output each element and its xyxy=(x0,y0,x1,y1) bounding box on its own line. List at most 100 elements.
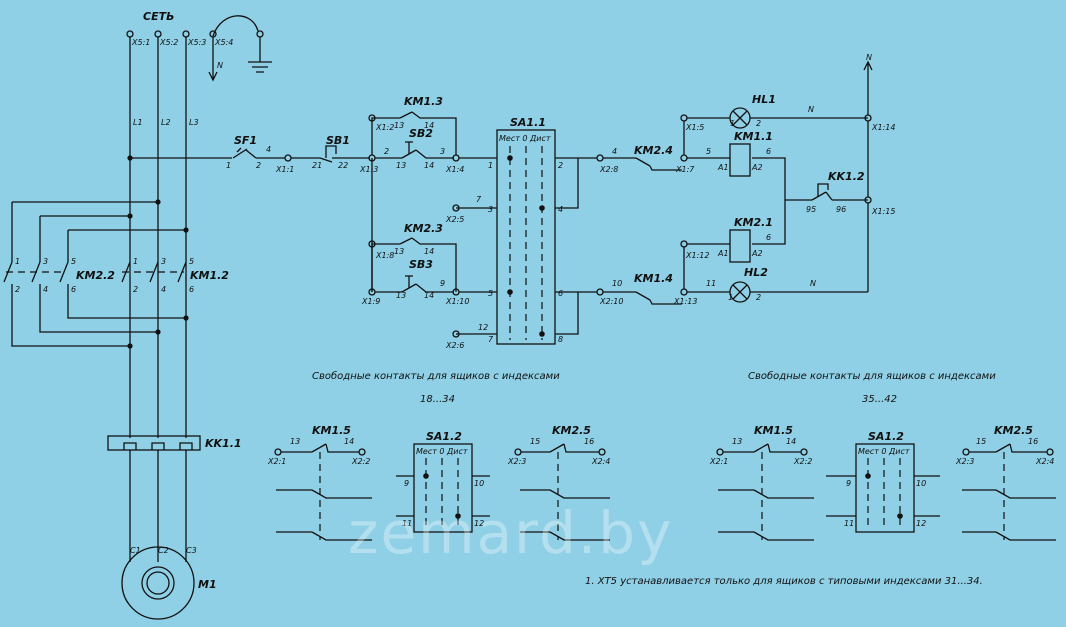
svg-text:A2: A2 xyxy=(751,163,763,172)
label-x1-4: X1:4 xyxy=(445,165,464,174)
label-x1-3: X1:3 xyxy=(359,165,378,174)
terminal-x1-2 xyxy=(368,114,376,122)
svg-text:12: 12 xyxy=(474,519,484,528)
label-x2-10: X2:10 xyxy=(599,297,623,306)
svg-text:3: 3 xyxy=(43,257,48,266)
svg-text:10: 10 xyxy=(916,479,926,488)
terminal-x5-1 xyxy=(126,30,134,38)
svg-text:14: 14 xyxy=(786,437,796,446)
label-x5-4: X5:4 xyxy=(214,38,233,47)
label-km2-1: KM2.1 xyxy=(734,216,773,229)
terminal-x2-8 xyxy=(596,154,604,162)
svg-text:5: 5 xyxy=(706,147,711,156)
label-sa1-2-positions-left: Мест 0 Дист xyxy=(416,447,468,456)
label-neutral-top: N xyxy=(866,53,872,62)
label-x2-1-right: X2:1 xyxy=(709,457,728,466)
footnote: 1. ХТ5 устанавливается только для ящиков… xyxy=(585,576,983,587)
svg-text:13: 13 xyxy=(732,437,742,446)
label-sa1-2-positions-right: Мест 0 Дист xyxy=(858,447,910,456)
svg-text:7: 7 xyxy=(476,195,482,204)
label-hl2: HL2 xyxy=(744,266,768,279)
svg-text:4: 4 xyxy=(266,145,271,154)
svg-text:12: 12 xyxy=(916,519,926,528)
svg-text:6: 6 xyxy=(558,289,563,298)
svg-text:96: 96 xyxy=(836,205,846,214)
watermark: zemard.by xyxy=(348,499,673,567)
label-x2-1: X2:1 xyxy=(267,457,286,466)
label-kk1-2: KK1.2 xyxy=(828,170,865,183)
coil-km1-1: KM1.1 A1 A2 xyxy=(717,130,773,177)
svg-text:16: 16 xyxy=(1028,437,1038,446)
svg-text:9: 9 xyxy=(440,279,445,288)
sb2-branch xyxy=(375,149,454,159)
label-x2-6: X2:6 xyxy=(445,341,464,350)
svg-text:A2: A2 xyxy=(751,249,763,258)
label-sa1-2-left: SA1.2 xyxy=(426,430,462,443)
svg-text:1: 1 xyxy=(226,161,231,170)
label-x2-2-right: X2:2 xyxy=(793,457,812,466)
svg-text:5: 5 xyxy=(488,289,493,298)
label-neutral-hl2: N xyxy=(810,279,816,288)
svg-text:2: 2 xyxy=(756,293,761,302)
svg-text:13: 13 xyxy=(394,121,404,130)
svg-text:11: 11 xyxy=(706,279,716,288)
svg-text:16: 16 xyxy=(584,437,594,446)
label-km1-1: KM1.1 xyxy=(734,130,773,143)
label-hl1: HL1 xyxy=(752,93,776,106)
label-x2-3-right: X2:3 xyxy=(955,457,974,466)
svg-text:9: 9 xyxy=(846,479,851,488)
svg-text:15: 15 xyxy=(976,437,986,446)
contact-km2-3 xyxy=(399,237,413,245)
label-km1-4: KM1.4 xyxy=(634,272,673,285)
reversing-supply xyxy=(11,201,186,262)
svg-text:5: 5 xyxy=(189,257,194,266)
svg-text:6: 6 xyxy=(766,233,771,242)
motor-m1: M1 xyxy=(121,546,217,620)
label-sa1-1: SA1.1 xyxy=(510,116,546,129)
label-sa1-1-positions: Мест 0 Дист xyxy=(499,134,551,143)
lamp-hl2: HL2 xyxy=(729,266,768,303)
ground-icon xyxy=(248,37,272,73)
label-l1: L1 xyxy=(133,118,143,127)
svg-text:2: 2 xyxy=(558,161,563,170)
svg-text:3: 3 xyxy=(161,257,166,266)
label-m1: M1 xyxy=(198,578,217,591)
label-x1-13: X1:13 xyxy=(673,297,697,306)
caption-range-right: 35...42 xyxy=(862,394,897,405)
svg-text:14: 14 xyxy=(424,161,434,170)
svg-text:3: 3 xyxy=(488,205,493,214)
svg-text:13: 13 xyxy=(394,247,404,256)
svg-text:14: 14 xyxy=(424,291,434,300)
label-c1: C1 xyxy=(130,546,141,555)
svg-text:A1: A1 xyxy=(717,163,729,172)
motor-icon xyxy=(121,546,195,620)
svg-text:13: 13 xyxy=(396,161,406,170)
terminal-x1-12 xyxy=(680,240,688,248)
thermal-relay-kk1-1: KK1.1 xyxy=(107,435,242,451)
label-x2-8: X2:8 xyxy=(599,165,618,174)
label-neutral-hl1: N xyxy=(808,105,814,114)
lamp-icon xyxy=(729,281,751,303)
contact-km1-3 xyxy=(399,111,413,119)
svg-text:13: 13 xyxy=(290,437,300,446)
terminal-x2-6 xyxy=(452,330,460,338)
reversing-return xyxy=(11,284,186,347)
svg-text:1: 1 xyxy=(133,257,138,266)
label-x2-3-left: X2:3 xyxy=(507,457,526,466)
button-sb3 xyxy=(401,275,417,293)
svg-text:9: 9 xyxy=(404,479,409,488)
power-circuit: СЕТЬ X5:1 X5:2 X5:3 X5:4 N L1 L2 L3 xyxy=(3,10,272,620)
svg-text:14: 14 xyxy=(424,121,434,130)
label-x2-5: X2:5 xyxy=(445,215,464,224)
svg-text:5: 5 xyxy=(71,257,76,266)
svg-text:21: 21 xyxy=(312,161,322,170)
button-sb2 xyxy=(401,141,417,159)
svg-text:4: 4 xyxy=(558,205,563,214)
label-x1-2: X1:2 xyxy=(375,123,394,132)
